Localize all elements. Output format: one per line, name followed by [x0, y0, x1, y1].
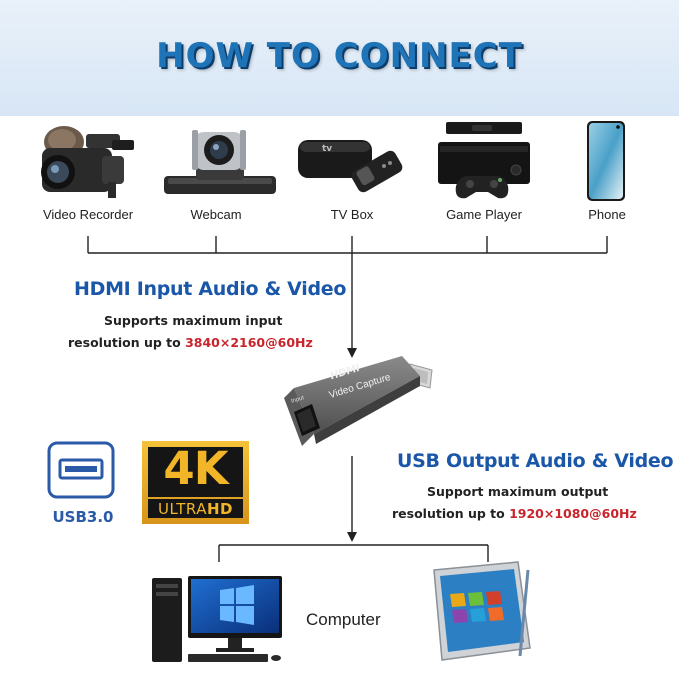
4k-ultra-hd-badge: [142, 441, 249, 524]
webcam-icon: [164, 130, 276, 194]
tv-box-icon: tv: [298, 140, 403, 193]
input-spec-line2: resolution up to 3840×2160@60Hz: [68, 335, 313, 350]
page-title: HOW TO CONNECT: [156, 36, 523, 76]
video-recorder-icon: [41, 126, 134, 198]
computer-label: Computer: [306, 610, 381, 629]
header-band: [0, 0, 679, 116]
device-label-webcam: Webcam: [190, 207, 242, 222]
game-console-icon: [438, 122, 530, 199]
usb-port-icon: [47, 441, 115, 499]
device-label-tv-box: TV Box: [330, 207, 374, 222]
output-resolution-value: 1920×1080@60Hz: [509, 506, 637, 521]
desktop-computer-icon: [152, 576, 282, 662]
device-label-game-player: Game Player: [446, 207, 522, 222]
ultra-label: ULTRA: [157, 500, 207, 518]
output-spec-prefix: resolution up to: [392, 506, 510, 521]
output-spec-line2: resolution up to 1920×1080@60Hz: [392, 506, 637, 521]
output-spec-line1: Support maximum output: [427, 484, 609, 499]
tablet-icon: [433, 561, 531, 661]
input-spec-prefix: resolution up to: [68, 335, 186, 350]
4k-label: 4K: [163, 442, 228, 495]
phone-icon: [587, 121, 625, 201]
device-label-video-recorder: Video Recorder: [42, 207, 134, 222]
output-heading: USB Output Audio & Video: [397, 450, 674, 472]
ultra-hd-label: ULTRAHD: [148, 500, 243, 519]
capture-adapter: [284, 356, 433, 446]
hd-label: HD: [207, 500, 234, 518]
input-resolution-value: 3840×2160@60Hz: [185, 335, 313, 350]
usb-version-label: USB3.0: [52, 508, 114, 526]
device-label-phone: Phone: [588, 207, 626, 222]
input-heading: HDMI Input Audio & Video: [74, 278, 347, 300]
svg-text:tv: tv: [322, 144, 332, 154]
input-spec-line1: Supports maximum input: [104, 313, 283, 328]
